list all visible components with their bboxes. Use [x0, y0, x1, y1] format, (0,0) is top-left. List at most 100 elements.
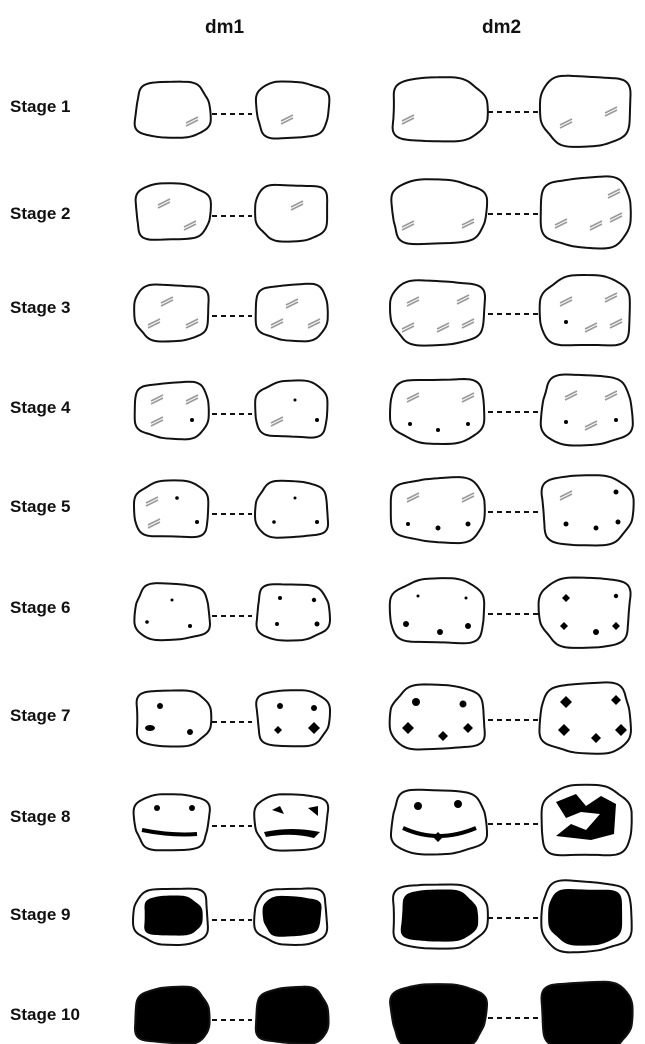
stage-2-wear-facet — [555, 219, 567, 228]
stage-5-wear-facet — [462, 493, 474, 502]
stage-2-wear-facet — [590, 221, 602, 230]
dm2-tooth-1-stage-6 — [390, 578, 484, 643]
stage-7-dentine-patch — [611, 695, 621, 705]
dm1-tooth-1-stage-8 — [134, 794, 210, 850]
stage-7-dentine-patch — [308, 722, 320, 734]
stage-5-dentine-dot — [436, 526, 441, 531]
dm2-tooth-1-stage-4 — [390, 379, 484, 444]
dm1-tooth-2-stage-4 — [255, 380, 327, 437]
stage-8-dentine-dot — [154, 805, 160, 811]
stage-6-dentine-dot — [312, 598, 316, 602]
stage-3-wear-facet — [186, 319, 198, 328]
stage-6-dentine-patch — [612, 622, 620, 630]
stage-7-dentine-dot — [277, 703, 283, 709]
stage-3-wear-facet — [560, 297, 572, 306]
stage-5-wear-facet — [560, 491, 572, 500]
stage-9-dentine-core — [144, 896, 203, 936]
stage-7-dentine-patch — [145, 725, 155, 731]
stage-6-dentine-dot — [465, 597, 468, 600]
stage-2-wear-facet — [291, 201, 303, 210]
stage-6-dentine-dot — [417, 595, 420, 598]
stage-3-wear-facet — [286, 299, 298, 308]
stage-3-wear-facet — [402, 323, 414, 332]
stage-8-dentine-band — [264, 829, 320, 838]
stage-9-dentine-core — [263, 896, 322, 937]
dm2-tooth-1-stage-8 — [391, 790, 487, 855]
stage-4-dentine-dot — [436, 428, 440, 432]
stage-1-wear-facet — [402, 115, 414, 124]
dm1-tooth-1-stage-7 — [137, 690, 212, 746]
stage-6-dentine-dot — [465, 623, 471, 629]
dm2-tooth-1-stage-7 — [390, 684, 485, 749]
stage-4-wear-facet — [151, 417, 163, 426]
stage-4-dentine-dot — [294, 399, 297, 402]
stage-4-wear-facet — [271, 417, 283, 426]
stage-4-wear-facet — [462, 393, 474, 402]
stage-4-dentine-dot — [190, 418, 194, 422]
stage-1-wear-facet — [560, 119, 572, 128]
stage-3-wear-facet — [437, 323, 449, 332]
stage-7-dentine-dot — [157, 703, 163, 709]
stage-5-wear-facet — [407, 493, 419, 502]
dm1-tooth-1-stage-1 — [135, 82, 211, 138]
stage-4-wear-facet — [565, 391, 577, 400]
stage-6-dentine-patch — [562, 594, 570, 602]
dm2-tooth-1-stage-3 — [390, 280, 485, 345]
stage-4-dentine-dot — [614, 418, 618, 422]
stage-3-wear-facet — [161, 297, 173, 306]
stage-1-wear-facet — [605, 107, 617, 116]
stage-7-dentine-patch — [615, 724, 627, 736]
stage-5-dentine-dot — [564, 522, 569, 527]
stage-4-dentine-dot — [315, 418, 319, 422]
stage-5-dentine-dot — [614, 490, 619, 495]
dm2-tooth-1-stage-1 — [393, 77, 488, 141]
stage-1-wear-facet — [281, 115, 293, 124]
stage-7-dentine-patch — [463, 723, 473, 733]
stage-6-dentine-dot — [171, 599, 174, 602]
dm1-tooth-2-stage-8 — [254, 794, 328, 850]
stage-5-wear-facet — [146, 497, 158, 506]
dm1-tooth-2-stage-1 — [256, 82, 329, 139]
stage-3-wear-facet — [585, 323, 597, 332]
dm2-tooth-2-stage-4 — [541, 375, 633, 446]
stage-3-wear-facet — [605, 293, 617, 302]
stage-4-dentine-dot — [564, 420, 568, 424]
dm1-tooth-2-stage-2 — [255, 185, 327, 242]
dm1-tooth-2-stage-7 — [256, 690, 330, 746]
dm2-tooth-2-stage-10 — [541, 982, 632, 1044]
stage-4-dentine-dot — [408, 422, 412, 426]
stage-7-dentine-patch — [438, 731, 448, 741]
dm1-tooth-2-stage-5 — [255, 481, 328, 538]
stage-6-dentine-dot — [278, 596, 282, 600]
stage-8-dentine-patch — [556, 794, 616, 840]
stage-6-dentine-dot — [593, 629, 599, 635]
dm1-tooth-1-stage-5 — [134, 480, 208, 537]
dm1-tooth-1-stage-4 — [135, 382, 209, 440]
dm1-tooth-2-stage-3 — [256, 284, 328, 342]
stage-5-dentine-dot — [466, 522, 471, 527]
stage-4-wear-facet — [151, 395, 163, 404]
dm2-tooth-1-stage-10 — [390, 984, 487, 1044]
stage-2-wear-facet — [610, 213, 622, 222]
dm2-tooth-2-stage-3 — [540, 275, 630, 345]
stage-2-wear-facet — [462, 219, 474, 228]
stage-8-dentine-dot — [414, 802, 422, 810]
stage-5-dentine-dot — [315, 520, 319, 524]
stage-5-dentine-dot — [195, 520, 199, 524]
stage-6-dentine-dot — [188, 624, 192, 628]
stage-2-wear-facet — [184, 221, 196, 230]
stage-5-dentine-dot — [294, 497, 297, 500]
stage-2-wear-facet — [402, 221, 414, 230]
dm1-tooth-1-stage-10 — [135, 987, 210, 1044]
stage-3-wear-facet — [271, 319, 283, 328]
dm1-tooth-2-stage-10 — [256, 987, 329, 1044]
stage-5-dentine-dot — [175, 496, 179, 500]
dm2-tooth-2-stage-5 — [542, 475, 634, 545]
stage-4-wear-facet — [585, 421, 597, 430]
stage-6-dentine-dot — [403, 621, 409, 627]
stage-3-wear-facet — [148, 319, 160, 328]
stage-4-wear-facet — [605, 391, 617, 400]
dm2-tooth-1-stage-5 — [391, 477, 485, 543]
stage-8-dentine-patch — [433, 832, 443, 842]
